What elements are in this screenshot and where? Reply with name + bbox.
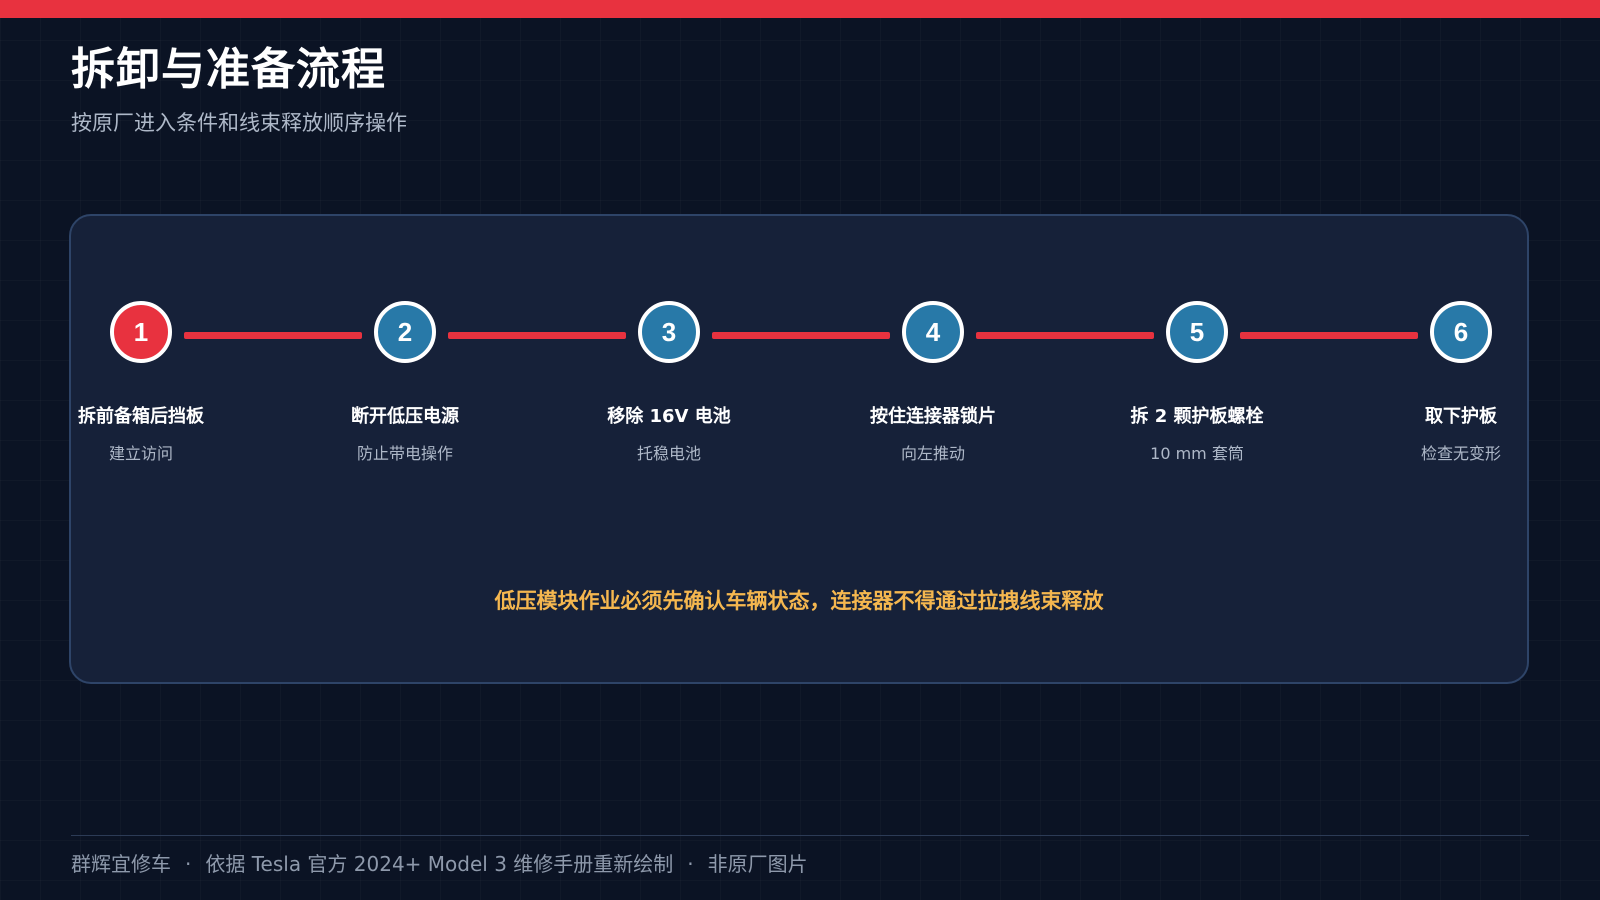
footer-separator: · <box>687 852 694 876</box>
step-4-circle: 4 <box>902 301 964 363</box>
step-connector <box>712 332 890 339</box>
footer-separator: · <box>185 852 192 876</box>
page-subtitle: 按原厂进入条件和线束释放顺序操作 <box>71 111 407 135</box>
step-connector <box>1240 332 1418 339</box>
step-6-desc: 检查无变形 <box>1420 444 1501 463</box>
step-3-desc: 托稳电池 <box>636 444 701 463</box>
step-1-title: 拆前备箱后挡板 <box>78 406 204 427</box>
footer-disclaimer: 非原厂图片 <box>707 852 808 876</box>
page-title: 拆卸与准备流程 <box>71 44 386 95</box>
footer: 群辉宜修车 · 依据 Tesla 官方 2024+ Model 3 维修手册重新绘制… <box>71 849 808 879</box>
footer-source: 群辉宜修车 <box>71 852 171 876</box>
step-1-desc: 建立访问 <box>108 444 173 463</box>
step-2-circle: 2 <box>374 301 436 363</box>
warning-note: 低压模块作业必须先确认车辆状态，连接器不得通过拉拽线束释放 <box>494 589 1104 613</box>
step-2-title: 断开低压电源 <box>351 406 459 427</box>
footer-note: 依据 Tesla 官方 2024+ Model 3 维修手册重新绘制 <box>205 852 674 876</box>
step-connector <box>184 332 362 339</box>
step-6-circle: 6 <box>1430 301 1492 363</box>
step-4-desc: 向左推动 <box>900 444 965 463</box>
step-6-title: 取下护板 <box>1425 406 1497 427</box>
step-2-desc: 防止带电操作 <box>356 444 453 463</box>
step-5-title: 拆 2 颗护板螺栓 <box>1130 406 1264 427</box>
top-accent-bar <box>0 0 1600 18</box>
step-1-circle: 1 <box>110 301 172 363</box>
step-3-circle: 3 <box>638 301 700 363</box>
step-5-circle: 5 <box>1166 301 1228 363</box>
step-4-title: 按住连接器锁片 <box>870 406 996 427</box>
process-panel <box>69 214 1529 684</box>
step-5-desc: 10 mm 套筒 <box>1150 444 1244 463</box>
footer-divider <box>71 835 1529 836</box>
step-3-title: 移除 16V 电池 <box>607 406 731 427</box>
step-connector <box>448 332 626 339</box>
step-connector <box>976 332 1154 339</box>
